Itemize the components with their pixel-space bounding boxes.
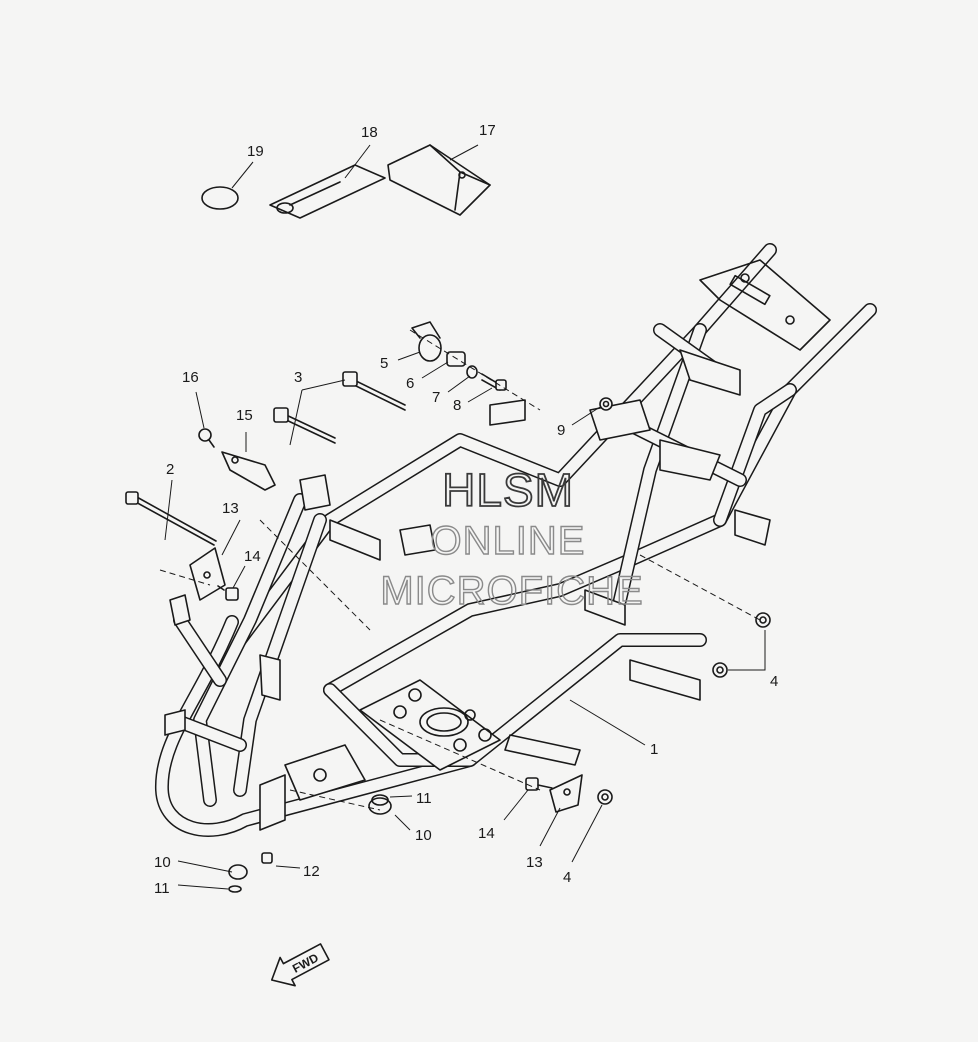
- bolt-14-right: [525, 777, 553, 791]
- callout-6: 6: [406, 375, 414, 392]
- callout-10: 10: [415, 827, 432, 844]
- callout-11: 11: [416, 790, 432, 807]
- clip-11-left: [228, 885, 242, 893]
- callout-19: 19: [247, 143, 264, 160]
- callout-4: 4: [563, 869, 571, 886]
- callout-18: 18: [361, 124, 378, 141]
- bolt-2: [125, 491, 217, 546]
- tool-bag-17: [387, 144, 491, 216]
- bolt-3-lower: [273, 407, 336, 444]
- callout-7: 7: [432, 389, 440, 406]
- guide-line: [409, 329, 541, 411]
- callout-5: 5: [380, 355, 388, 372]
- o-ring-19: [201, 186, 239, 210]
- callout-13: 13: [526, 854, 543, 871]
- callout-15: 15: [236, 407, 253, 424]
- callout-3: 3: [294, 369, 302, 386]
- bolt-16: [198, 428, 215, 448]
- leader-lines: [164, 144, 766, 890]
- callout-labels: 1 2 3 4 4 5 6 7 8 9 10 10 11 11 12 13 13…: [154, 122, 778, 897]
- nut-9: [599, 397, 613, 411]
- callout-14: 14: [478, 825, 495, 842]
- watermark-line-2: ONLINE: [431, 519, 586, 563]
- collar-6: [446, 351, 466, 367]
- tool-18: [269, 164, 386, 219]
- washer-7: [466, 365, 478, 379]
- bolt-8: [481, 373, 507, 391]
- guide-line: [289, 789, 381, 811]
- bracket-15: [221, 451, 276, 491]
- main-frame: [154, 243, 877, 837]
- callout-17: 17: [479, 122, 496, 139]
- callout-14: 14: [244, 548, 261, 565]
- bolt-3-upper: [342, 371, 406, 411]
- grommet-10-left: [228, 864, 248, 880]
- forward-arrow-icon: FWD: [270, 943, 330, 987]
- watermark-line-3: MICROFICHE: [380, 569, 643, 613]
- callout-9: 9: [557, 422, 565, 439]
- callout-4: 4: [770, 673, 778, 690]
- guide-line: [259, 519, 371, 631]
- guide-line: [379, 719, 541, 791]
- watermark: HLSM ONLINE MICROFICHE: [380, 463, 644, 614]
- callout-12: 12: [303, 863, 320, 880]
- bolt-14-left: [217, 585, 239, 601]
- nut-4-upper: [755, 612, 771, 628]
- bracket-13-right: [549, 774, 583, 813]
- guide-line: [639, 554, 761, 621]
- callout-1: 1: [650, 741, 658, 758]
- guide-line: [159, 569, 211, 586]
- watermark-line-1: HLSM: [442, 464, 574, 516]
- callout-2: 2: [166, 461, 174, 478]
- grommet-10-right: [368, 794, 392, 815]
- callout-16: 16: [182, 369, 199, 386]
- callout-13: 13: [222, 500, 239, 517]
- bushing-5: [411, 321, 442, 362]
- callout-11: 11: [154, 880, 170, 897]
- screw-12: [261, 852, 273, 864]
- callout-8: 8: [453, 397, 461, 414]
- nut-4-mid: [712, 662, 728, 678]
- bracket-13-left: [189, 547, 226, 601]
- callout-10: 10: [154, 854, 171, 871]
- nut-4-lower: [597, 789, 613, 805]
